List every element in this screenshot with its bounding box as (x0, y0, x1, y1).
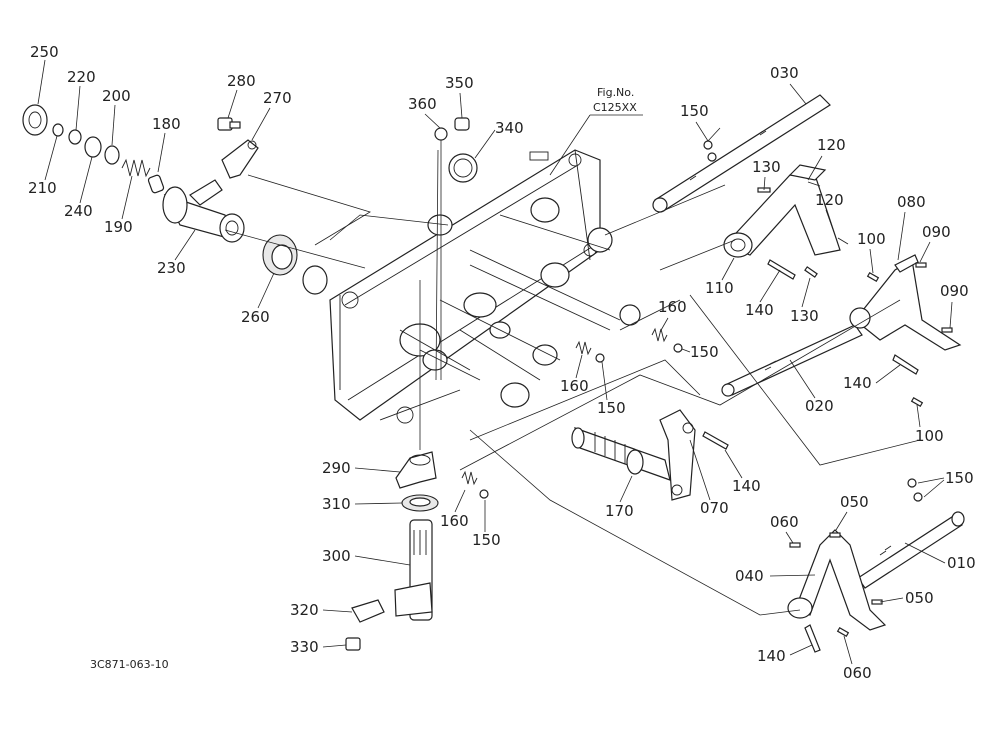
callout-200: 200 (102, 87, 131, 105)
callout-350: 350 (445, 74, 474, 92)
callout-050-a: 050 (840, 493, 869, 511)
callout-150-d: 150 (472, 531, 501, 549)
callout-060-b: 060 (843, 664, 872, 682)
callout-050-b: 050 (905, 589, 934, 607)
callout-280: 280 (227, 72, 256, 90)
callout-260: 260 (241, 308, 270, 326)
callout-020: 020 (805, 397, 834, 415)
callout-140-c: 140 (732, 477, 761, 495)
transmission-housing (329, 149, 641, 424)
callout-110: 110 (705, 279, 734, 297)
callout-220: 220 (67, 68, 96, 86)
callout-060-a: 060 (770, 513, 799, 531)
callout-310: 310 (322, 495, 351, 513)
callout-140-d: 140 (757, 647, 786, 665)
callout-030: 030 (770, 64, 799, 82)
assembly-lines (329, 184, 921, 616)
callout-090-b: 090 (940, 282, 969, 300)
callout-100-b: 100 (915, 427, 944, 445)
callout-210: 210 (28, 179, 57, 197)
callout-150-b: 150 (690, 343, 719, 361)
callout-160-c: 160 (440, 512, 469, 530)
callout-250: 250 (30, 43, 59, 61)
figure-reference: Fig.No. C125XX (549, 86, 643, 176)
callout-320: 320 (290, 601, 319, 619)
callout-270: 270 (263, 89, 292, 107)
callout-040: 040 (735, 567, 764, 585)
callout-160-b: 160 (560, 377, 589, 395)
callout-140-b: 140 (843, 374, 872, 392)
callout-180: 180 (152, 115, 181, 133)
upper-shaft-fork (652, 94, 849, 280)
detent-springs (461, 327, 923, 502)
callout-130-b: 130 (790, 307, 819, 325)
callout-150-c: 150 (597, 399, 626, 417)
callout-340: 340 (495, 119, 524, 137)
callout-140-a: 140 (745, 301, 774, 319)
callout-120-a: 120 (817, 136, 846, 154)
callout-150-a: 150 (680, 102, 709, 120)
fig-ref-line1: Fig.No. (597, 86, 634, 99)
callout-240: 240 (64, 202, 93, 220)
callouts: 250 220 200 180 210 240 190 230 280 270 … (28, 43, 976, 682)
callout-090-a: 090 (922, 223, 951, 241)
lower-shaft-fork (787, 511, 965, 653)
callout-160-a: 160 (658, 298, 687, 316)
callout-130-a: 130 (752, 158, 781, 176)
callout-190: 190 (104, 218, 133, 236)
left-shaft-assembly (22, 104, 371, 295)
callout-230: 230 (157, 259, 186, 277)
callout-080: 080 (897, 193, 926, 211)
callout-330: 330 (290, 638, 319, 656)
drawing-code: 3C871-063-10 (90, 658, 169, 671)
callout-150-e: 150 (945, 469, 974, 487)
callout-070: 070 (700, 499, 729, 517)
callout-010: 010 (947, 554, 976, 572)
callout-300: 300 (322, 547, 351, 565)
callout-360: 360 (408, 95, 437, 113)
control-shaft (469, 359, 729, 501)
callout-100-a: 100 (857, 230, 886, 248)
callout-120-b: 120 (815, 191, 844, 209)
callout-170: 170 (605, 502, 634, 520)
fig-ref-line2: C125XX (593, 101, 637, 114)
vertical-shaft-assembly (345, 280, 439, 651)
callout-290: 290 (322, 459, 351, 477)
top-plug-group (434, 117, 478, 381)
